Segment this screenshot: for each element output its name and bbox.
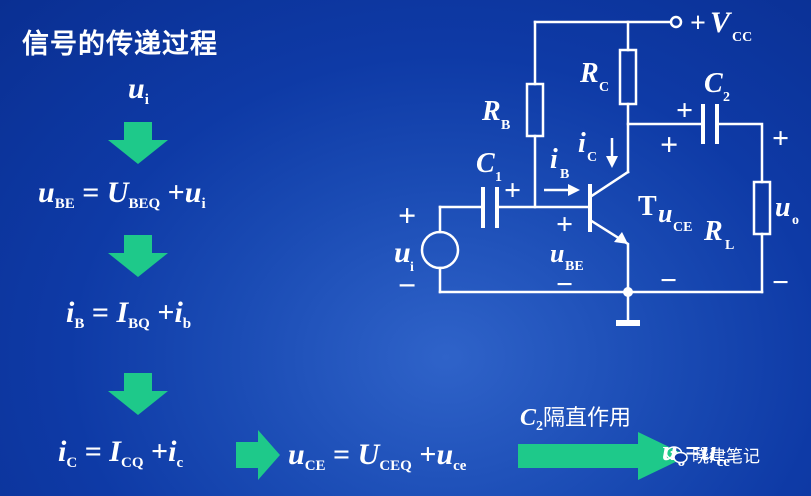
minus-sign: −	[398, 267, 416, 303]
equation-ic: iC = ICQ +ic	[58, 435, 184, 471]
down-arrow-icon	[108, 373, 168, 415]
vcc-label: V	[710, 6, 733, 39]
junction-dot	[623, 287, 633, 297]
ube-sub: BE	[565, 259, 584, 274]
plus-sign: +	[676, 94, 693, 127]
plus-sign: +	[660, 126, 678, 162]
vcc-plus: +	[690, 8, 706, 39]
ic-sub: C	[587, 150, 597, 165]
plus-sign: +	[556, 208, 573, 241]
emitter-arrow-icon	[614, 232, 628, 244]
down-arrow-icon	[108, 122, 168, 164]
c2-label: C	[704, 68, 723, 99]
minus-sign: −	[772, 266, 789, 299]
minus-sign: −	[556, 268, 573, 301]
vcc-sub: CC	[732, 30, 752, 45]
uo-label: u	[775, 192, 791, 223]
ib-label: i	[550, 144, 558, 175]
transistor-label: T	[638, 191, 657, 222]
rb-label: R	[481, 96, 501, 127]
ground-symbol	[616, 320, 640, 326]
c2-blocking-note: C2隔直作用	[520, 405, 632, 434]
big-right-arrow-icon	[518, 432, 688, 480]
rl-sub: L	[725, 238, 734, 253]
equation-uce: uCE = UCEQ +uce	[288, 438, 467, 474]
transistor-emitter	[588, 218, 630, 294]
ui-sub: i	[410, 260, 414, 275]
watermark-text: 晓津笔记	[692, 447, 760, 467]
rc-label: R	[579, 58, 599, 89]
plus-sign: +	[772, 122, 789, 155]
ib-sub: B	[560, 167, 569, 182]
resistor-rl	[752, 180, 772, 236]
down-arrow-icon	[108, 235, 168, 277]
vcc-terminal	[669, 15, 683, 29]
minus-sign: −	[660, 264, 677, 297]
plus-sign: +	[504, 174, 521, 207]
c1-label: C	[476, 148, 495, 179]
equation-ube: uBE = UBEQ +ui	[38, 176, 206, 212]
ui-label: u	[394, 236, 411, 269]
wechat-icon	[666, 445, 688, 463]
amplifier-circuit: + V CC R C R B C 1 C 2 i B i C T u CE R …	[394, 6, 799, 326]
uce-sub: CE	[673, 220, 692, 235]
page-title: 信号的传递过程	[22, 29, 218, 60]
rb-sub: B	[501, 118, 510, 133]
right-arrow-icon	[236, 430, 280, 480]
equation-ib: iB = IBQ +ib	[66, 296, 192, 332]
ac-source-icon	[420, 230, 460, 270]
output-wire	[626, 122, 764, 294]
watermark: 晓津笔记	[666, 442, 760, 467]
c1-sub: 1	[495, 170, 502, 185]
c2-sub: 2	[723, 90, 730, 105]
equation-uo: uo=uce	[662, 436, 730, 470]
rc-sub: C	[599, 80, 609, 95]
uo-sub: o	[792, 213, 799, 228]
resistor-rc	[618, 48, 638, 106]
resistor-rb	[525, 82, 545, 138]
uce-label: u	[658, 199, 672, 228]
rl-label: R	[703, 216, 723, 247]
plus-sign: +	[398, 197, 416, 233]
ube-label: u	[550, 239, 564, 268]
flow-ui: ui	[128, 72, 149, 108]
ic-label: i	[578, 128, 586, 159]
transistor-collector	[588, 170, 630, 199]
